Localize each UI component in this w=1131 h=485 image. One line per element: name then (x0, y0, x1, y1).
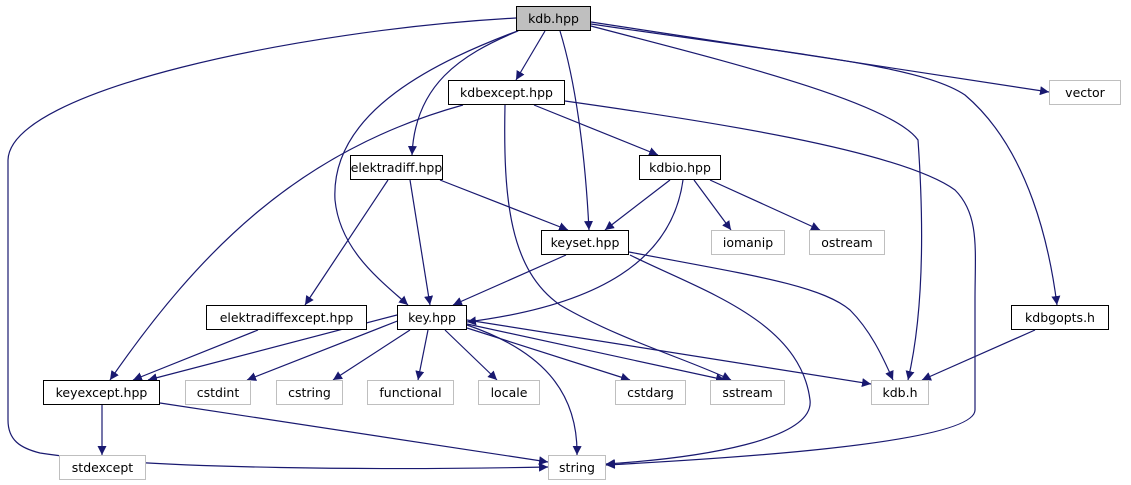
node-iomanip: iomanip (711, 230, 785, 255)
edge-elektradiff_hpp-to-key_hpp (409, 179, 434, 306)
edge-key_hpp-to-string (466, 324, 582, 456)
edge-kdb_hpp-to-kdb_h (590, 25, 923, 381)
node-elektradiffexcept-hpp[interactable]: elektradiffexcept.hpp (206, 305, 367, 330)
edge-elektradiffexcept_hpp-to-keyexcept_hpp (132, 329, 259, 381)
edge-kdb_hpp-to-string (7, 17, 549, 472)
edge-key_hpp-to-locale (444, 329, 498, 381)
node-vector: vector (1049, 80, 1121, 105)
edge-kdb_hpp-to-kdbgopts_h (590, 23, 1061, 306)
node-kdbexcept-hpp[interactable]: kdbexcept.hpp (448, 80, 565, 105)
edge-key_hpp-to-cstring (332, 329, 411, 381)
node-kdb-hpp[interactable]: kdb.hpp (516, 6, 591, 31)
node-keyexcept-hpp[interactable]: keyexcept.hpp (43, 380, 160, 405)
edge-kdb_hpp-to-key_hpp (334, 29, 521, 306)
node-keyset-hpp[interactable]: keyset.hpp (541, 230, 629, 255)
edge-kdb_hpp-to-keyset_hpp (559, 30, 594, 231)
edge-kdbio_hpp-to-keyset_hpp (604, 179, 671, 231)
edge-keyset_hpp-to-kdb_h (628, 251, 894, 381)
edge-kdbgopts_h-to-kdb_h (921, 329, 1036, 381)
node-kdbgopts-h[interactable]: kdbgopts.h (1011, 305, 1109, 330)
edge-keyset_hpp-to-key_hpp (452, 254, 567, 306)
edge-keyexcept_hpp-to-string (159, 402, 549, 466)
edge-kdbexcept_hpp-to-keyexcept_hpp (109, 104, 464, 381)
edge-kdbio_hpp-to-iomanip (693, 179, 732, 231)
edge-kdbio_hpp-to-key_hpp (466, 179, 684, 326)
node-functional: functional (367, 380, 454, 405)
node-stdexcept: stdexcept (59, 455, 146, 480)
edge-elektradiff_hpp-to-keyset_hpp (439, 179, 569, 231)
edge-key_hpp-to-cstdint (246, 319, 401, 381)
node-kdbio-hpp[interactable]: kdbio.hpp (639, 155, 721, 180)
edge-key_hpp-to-functional (415, 329, 429, 381)
edge-keyset_hpp-to-string (605, 254, 811, 468)
node-cstring: cstring (276, 380, 343, 405)
node-sstream: sstream (710, 380, 785, 405)
edge-kdb_hpp-to-elektradiff_hpp (407, 30, 519, 156)
node-cstdarg: cstdarg (615, 380, 686, 405)
node-string: string (548, 455, 606, 480)
edge-kdbio_hpp-to-ostream (709, 179, 821, 231)
node-kdb-h: kdb.h (871, 380, 929, 405)
node-elektradiff-hpp[interactable]: elektradiff.hpp (350, 155, 443, 180)
node-key-hpp[interactable]: key.hpp (397, 305, 467, 330)
edge-kdbexcept_hpp-to-kdbio_hpp (533, 104, 659, 156)
edge-kdbexcept_hpp-to-sstream (504, 104, 732, 381)
edge-elektradiff_hpp-to-elektradiffexcept_hpp (304, 179, 389, 306)
edge-key_hpp-to-sstream (466, 323, 726, 383)
node-cstdint: cstdint (185, 380, 251, 405)
node-ostream: ostream (809, 230, 885, 255)
edge-key_hpp-to-kdb_h (466, 319, 872, 388)
edge-key_hpp-to-cstdarg (466, 327, 631, 382)
node-locale: locale (478, 380, 540, 405)
edge-kdbexcept_hpp-to-string (564, 100, 977, 470)
edge-kdb_hpp-to-kdbexcept_hpp (515, 30, 546, 81)
